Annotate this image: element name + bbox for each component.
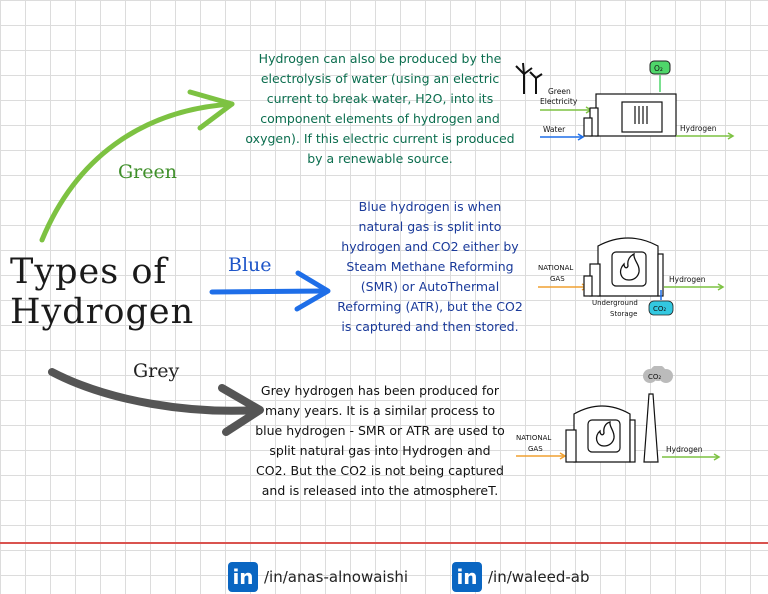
blue-arrow	[209, 288, 328, 295]
green-label: Green	[118, 161, 177, 183]
grey-label: Grey	[133, 360, 180, 382]
blue-arrowhead	[294, 270, 331, 312]
footer-divider	[0, 542, 768, 544]
linkedin-link-anas[interactable]: in /in/anas-alnowaishi	[228, 562, 408, 592]
national-gas-label-2: GAS	[550, 275, 565, 283]
grey-hydrogen-diagram: CO₂ NATIONAL GAS Hydrogen	[516, 366, 721, 463]
page-title: Types of Hydrogen	[10, 252, 195, 332]
underground-storage-label-1: Underground	[592, 299, 638, 307]
green-description: Hydrogen can also be produced by the ele…	[245, 51, 515, 166]
blue-co2-label: CO₂	[653, 305, 666, 313]
o2-label: O₂	[654, 64, 663, 73]
grey-description: Grey hydrogen has been produced for many…	[255, 383, 505, 498]
grey-arrow	[48, 368, 262, 415]
linkedin-link-waleed[interactable]: in /in/waleed-ab	[452, 562, 590, 592]
grey-national-gas-label-1: NATIONAL	[516, 434, 551, 442]
linkedin-icon: in	[452, 562, 482, 592]
linkedin-handle-anas: /in/anas-alnowaishi	[264, 568, 409, 586]
blue-hydrogen-diagram: NATIONAL GAS Hydrogen Underground Storag…	[538, 237, 725, 318]
underground-storage-label-2: Storage	[610, 310, 637, 318]
green-electricity-label-2: Electricity	[540, 97, 578, 106]
blue-hydrogen-output-label: Hydrogen	[669, 275, 706, 284]
grey-flame-icon	[595, 421, 615, 447]
blue-description: Blue hydrogen is when natural gas is spl…	[337, 199, 523, 334]
wind-turbine-icon	[515, 62, 543, 94]
reformer-plant-icon	[583, 237, 664, 297]
green-arrowhead	[187, 89, 235, 131]
co2-storage-badge	[648, 300, 674, 316]
grey-co2-label: CO₂	[648, 373, 661, 381]
grey-national-gas-label-2: GAS	[528, 445, 543, 453]
electrolyser-building-icon	[583, 93, 677, 137]
hydrogen-output-label: Hydrogen	[680, 124, 717, 133]
linkedin-icon: in	[228, 562, 258, 592]
green-electricity-label-1: Green	[548, 87, 571, 96]
grey-plant-icon	[565, 393, 659, 463]
green-hydrogen-diagram: Green Electricity O₂ Water Hydrogen	[515, 60, 735, 141]
flame-icon	[619, 252, 640, 281]
grey-arrowhead	[218, 384, 264, 436]
linkedin-handle-waleed: /in/waleed-ab	[488, 568, 590, 586]
water-label: Water	[543, 125, 566, 134]
green-arrow	[39, 101, 235, 243]
national-gas-label-1: NATIONAL	[538, 264, 573, 272]
co2-cloud-icon	[643, 366, 673, 383]
blue-label: Blue	[228, 254, 272, 276]
o2-badge	[649, 60, 671, 75]
grey-hydrogen-output-label: Hydrogen	[666, 445, 703, 454]
